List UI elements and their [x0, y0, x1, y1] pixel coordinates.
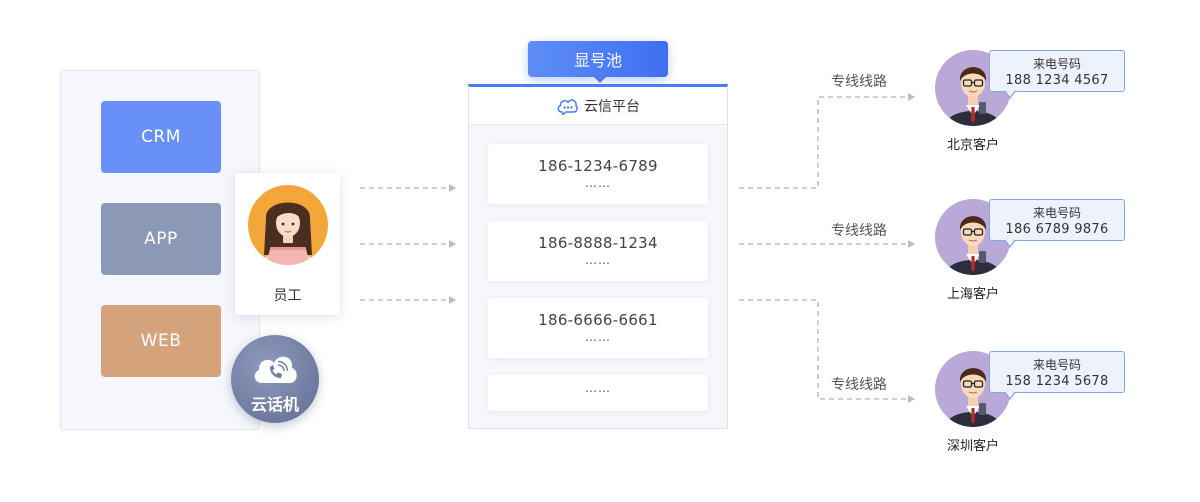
number-card: 186-8888-1234 ……	[488, 221, 708, 281]
cloud-phone-badge: 云话机	[231, 335, 319, 423]
crm-system-block: CRM	[101, 101, 221, 173]
number-pool-tag: 显号池	[528, 41, 668, 77]
caller-id-label: 来电号码	[1032, 206, 1081, 220]
number-card: 186-1234-6789 ……	[488, 144, 708, 204]
number-card-more: ……	[488, 375, 708, 411]
pool-ellipsis: ……	[585, 176, 611, 190]
caller-id-label: 来电号码	[1032, 57, 1081, 71]
number-card: 186-6666-6661 ……	[488, 298, 708, 358]
pool-number: 186-6666-6661	[538, 311, 658, 329]
pool-ellipsis: ……	[585, 381, 611, 395]
caller-id-label: 来电号码	[1032, 358, 1081, 372]
caller-id-number: 188 1234 4567	[1005, 73, 1109, 88]
platform-header: 云信平台	[469, 87, 727, 125]
cloud-phone-icon	[254, 356, 297, 383]
employee-label: 员工	[273, 288, 302, 304]
pool-ellipsis: ……	[585, 253, 611, 267]
pool-number: 186-8888-1234	[538, 234, 658, 252]
employee-avatar-icon	[248, 185, 328, 265]
route-label-beijing: 专线线路	[831, 74, 887, 90]
platform-title: 云信平台	[584, 98, 640, 115]
caller-id-number: 186 6789 9876	[1005, 222, 1109, 237]
platform-box: 云信平台 186-1234-6789 …… 186-8888-1234 …… 1…	[468, 84, 728, 429]
customer-name: 北京客户	[946, 138, 999, 153]
number-pool-tag-pointer	[593, 76, 607, 83]
customer-shenzhen: 深圳客户 来电号码 158 1234 5678	[935, 351, 1125, 471]
cloud-phone-label: 云话机	[250, 395, 299, 414]
customer-shanghai: 上海客户 来电号码 186 6789 9876	[935, 199, 1125, 319]
pool-to-shenzhen-line	[739, 299, 915, 403]
app-system-block: APP	[101, 203, 221, 275]
pool-ellipsis: ……	[585, 330, 611, 344]
web-system-block: WEB	[101, 305, 221, 377]
caller-id-bubble: 来电号码 158 1234 5678	[989, 351, 1125, 400]
customer-beijing: 北京客户 来电号码 188 1234 4567	[935, 50, 1125, 170]
caller-id-bubble: 来电号码 186 6789 9876	[989, 199, 1125, 248]
pool-to-beijing-line	[739, 93, 915, 189]
route-label-shenzhen: 专线线路	[831, 377, 887, 393]
employee-card: 员工	[235, 173, 340, 315]
customer-name: 深圳客户	[946, 439, 999, 454]
business-systems-panel: CRM APP WEB	[60, 70, 260, 430]
caller-id-number: 158 1234 5678	[1005, 374, 1109, 389]
caller-id-bubble: 来电号码 188 1234 4567	[989, 50, 1125, 99]
customer-name: 上海客户	[946, 287, 999, 302]
pool-number: 186-1234-6789	[538, 157, 658, 175]
route-label-shanghai: 专线线路	[831, 223, 887, 239]
cloud-chat-icon	[557, 98, 578, 115]
